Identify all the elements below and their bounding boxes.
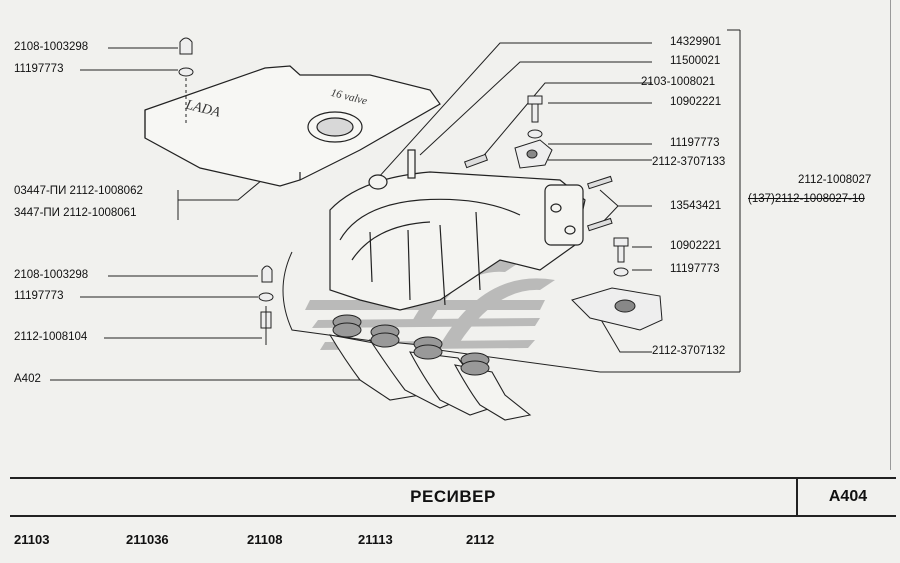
- page-title: РЕСИВЕР: [410, 487, 496, 506]
- callout-label: 13543421: [670, 200, 722, 212]
- leader-line: [282, 251, 601, 373]
- callout-label: 2112-3707132: [652, 345, 726, 357]
- leader-line: [599, 317, 652, 353]
- callout-label: 10902221: [670, 96, 722, 108]
- callout-label: 03447-ПИ 2112-1008062: [14, 185, 143, 197]
- model-code: 211036: [126, 532, 169, 547]
- callout-label: 2108-1003298: [14, 41, 89, 53]
- model-code: 21108: [247, 532, 283, 547]
- callout-label: 2108-1003298: [14, 269, 89, 281]
- callout-label: A402: [14, 373, 41, 385]
- page-edge: [890, 0, 891, 470]
- title-bar: РЕСИВЕР A404: [10, 477, 896, 517]
- intake-manifold: [329, 149, 586, 311]
- callout-label: (137)2112-1008027-10: [748, 193, 865, 205]
- leader-line: [377, 42, 652, 179]
- bolt-lower-right: [571, 237, 663, 331]
- callout-label: 11197773: [14, 63, 64, 75]
- callout-label: 11500021: [670, 55, 721, 67]
- callout-label: 14329901: [670, 36, 722, 48]
- callout-label: 10902221: [670, 240, 722, 252]
- callout-label: 2112-1008027: [798, 174, 872, 186]
- model-code: 2112: [466, 532, 495, 547]
- studs: [463, 153, 613, 232]
- engine-cover: LADA 16 valve: [144, 65, 441, 187]
- cap-nut-lower: [258, 265, 274, 345]
- model-code: 21103: [14, 532, 50, 547]
- callout-label: 3447-ПИ 2112-1008061: [14, 207, 137, 219]
- page-code: A404: [828, 488, 868, 505]
- callout-label: 2103-1008021: [641, 76, 716, 88]
- leader-line: [177, 179, 263, 201]
- divider: [796, 479, 798, 515]
- cap-nut-top: [178, 37, 194, 124]
- intake-runners: [328, 334, 532, 421]
- seal-rings: [332, 314, 490, 376]
- model-code: 21113: [358, 532, 393, 547]
- bolt-top-right: [514, 95, 553, 169]
- leader-line: [419, 61, 652, 156]
- callout-label: 11197773: [670, 137, 720, 149]
- receiver-exploded-diagram: LADA 16 valve: [50, 29, 741, 421]
- leader-line: [479, 82, 652, 161]
- callout-label: 2112-1008104: [14, 331, 88, 343]
- callout-label: 11197773: [670, 263, 720, 275]
- model-list: 21103 211036 21108 21113 2112: [0, 530, 900, 554]
- callout-label: 11197773: [14, 290, 64, 302]
- callout-label: 2112-3707133: [652, 156, 726, 168]
